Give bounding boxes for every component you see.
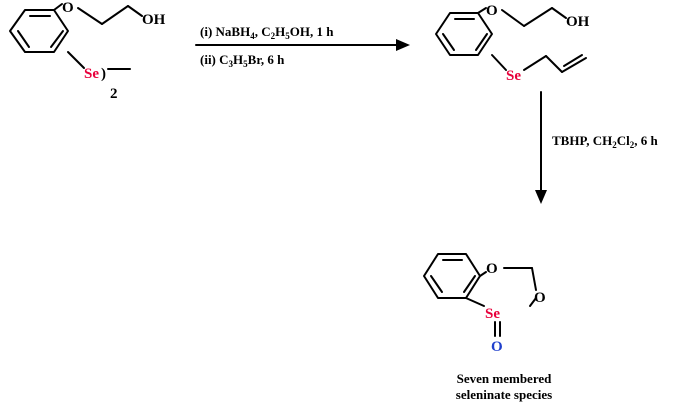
reactant-ring-double-bond [17,30,30,48]
product-bond [465,297,485,307]
intermediate-bond [523,55,547,71]
intermediate-bond [545,55,563,73]
intermediate-bond [523,7,553,27]
step1-condition-2: (ii) C3H5Br, 6 h [200,52,285,69]
intermediate-ring-double-bond [442,33,455,51]
product-bond [531,267,537,291]
step2-arrowhead [535,190,547,204]
product-bond [479,271,487,277]
intermediate-benzene-ring [435,12,493,56]
reactant-multiplier: 2 [110,86,118,102]
intermediate-bond [491,54,507,71]
reactant-bond [53,3,63,11]
product-ring-oxygen-top: O [486,261,498,277]
step2-condition: TBHP, CH2Cl2, 6 h [552,133,658,150]
intermediate-selenium-label: Se [506,68,521,84]
product-ring-double-bond [463,275,476,293]
intermediate-oxygen-label: O [486,3,498,19]
intermediate-bond [477,7,487,14]
product-selenium-label: Se [485,306,500,322]
product-caption-line-2: seleninate species [456,387,552,402]
intermediate-allyl-double-bond [563,54,583,67]
intermediate-hydroxyl-label: OH [566,14,590,30]
reactant-bond [77,7,103,25]
reactant-benzene-ring [9,9,69,53]
product-bond [529,297,537,307]
step2-arrow-group: TBHP, CH2Cl2, 6 h [535,91,658,204]
product-oxide-oxygen: O [491,339,503,355]
reactant-molecule: O OH Se ) 2 [9,0,166,102]
intermediate-molecule: O OH Se [435,3,590,84]
reactant-ring-double-bond [50,30,64,48]
intermediate-bond [501,9,525,27]
product-ring-double-bond [430,275,443,293]
intermediate-bond [551,7,567,19]
reactant-hydroxyl-label: OH [142,12,166,28]
reactant-bond [127,5,143,17]
step1-arrow-group: (i) NaBH4, C2H5OH, 1 h (ii) C3H5Br, 6 h [195,24,410,69]
intermediate-ring-double-bond [475,33,488,51]
product-molecule: O O Se O [423,253,546,355]
reactant-oxygen-label: O [62,0,74,16]
step1-condition-1: (i) NaBH4, C2H5OH, 1 h [200,24,334,41]
product-caption-line-1: Seven membered [457,371,552,386]
reactant-selenium-label: Se [84,66,99,82]
reactant-bond [67,51,85,69]
reactant-bracket: ) [101,66,106,82]
product-ring-oxygen: O [534,290,546,306]
reactant-bond [101,5,129,25]
step1-arrowhead [396,39,410,51]
intermediate-allyl-double-bond [561,57,587,73]
